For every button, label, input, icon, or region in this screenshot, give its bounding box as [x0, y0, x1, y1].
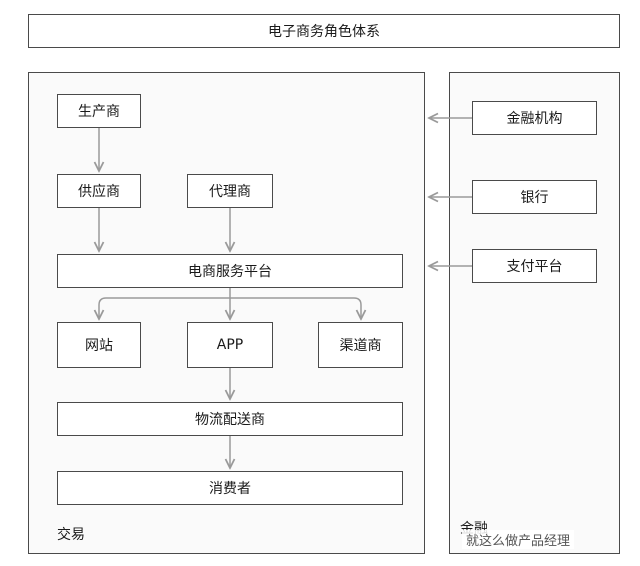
node-app: APP — [187, 322, 273, 368]
node-finance-institution: 金融机构 — [472, 101, 597, 135]
node-logistics: 物流配送商 — [57, 402, 403, 436]
node-channel-label: 渠道商 — [339, 338, 382, 354]
node-website: 网站 — [57, 322, 141, 368]
node-agent-label: 代理商 — [209, 184, 251, 200]
node-bank: 银行 — [472, 180, 597, 214]
node-payment-platform-label: 支付平台 — [506, 259, 563, 275]
node-logistics-label: 物流配送商 — [195, 412, 265, 428]
node-supplier-label: 供应商 — [78, 184, 120, 200]
node-platform-label: 电商服务平台 — [188, 264, 272, 280]
node-website-label: 网站 — [85, 338, 113, 354]
finance-panel — [449, 72, 620, 554]
watermark: 就这么做产品经理 — [462, 530, 575, 549]
node-payment-platform: 支付平台 — [472, 249, 597, 283]
node-producer: 生产商 — [57, 94, 141, 128]
node-platform: 电商服务平台 — [57, 254, 403, 288]
node-consumer: 消费者 — [57, 471, 403, 505]
node-consumer-label: 消费者 — [209, 481, 251, 497]
watermark-text: 就这么做产品经理 — [466, 534, 571, 549]
trade-panel-label: 交易 — [57, 527, 85, 543]
arrow-platform-to-website — [99, 288, 231, 319]
node-app-label: APP — [216, 337, 244, 353]
node-channel: 渠道商 — [318, 322, 403, 368]
node-finance-institution-label: 金融机构 — [506, 111, 563, 127]
diagram-title-box: 电子商务角色体系 — [28, 14, 620, 48]
node-producer-label: 生产商 — [78, 104, 120, 120]
node-agent: 代理商 — [187, 174, 273, 208]
node-bank-label: 银行 — [520, 190, 549, 206]
arrow-platform-to-channel — [230, 297, 361, 319]
node-supplier: 供应商 — [57, 174, 141, 208]
diagram-title: 电子商务角色体系 — [268, 24, 380, 40]
